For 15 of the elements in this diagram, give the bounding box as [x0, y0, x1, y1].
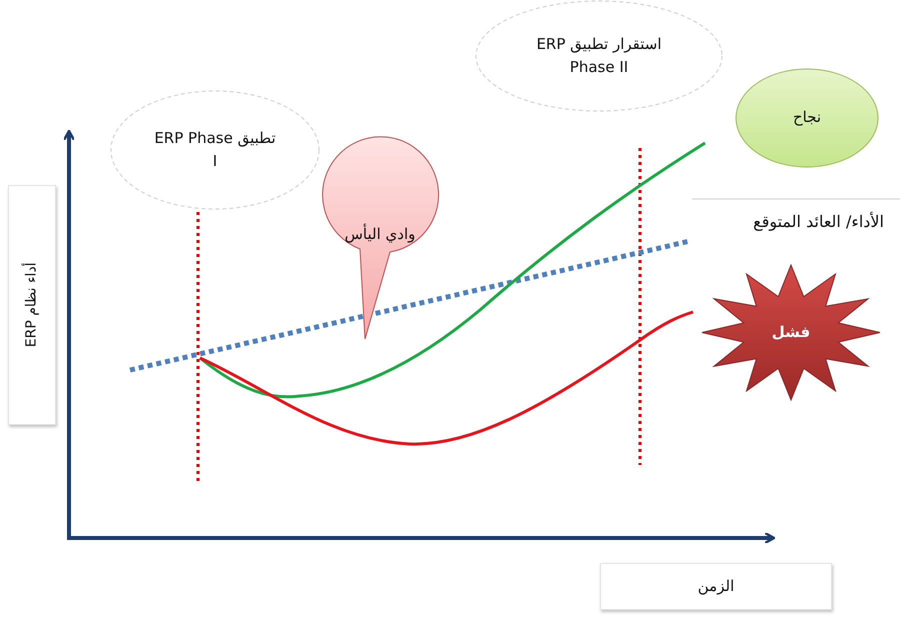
- phase-ellipse: [475, 0, 723, 112]
- axis-title-box: [600, 563, 832, 610]
- success-ellipse: [735, 68, 879, 168]
- node-text: أداء نظام ERP: [21, 262, 40, 348]
- speech-bubble: [320, 135, 440, 341]
- phase-ellipse: [110, 90, 320, 210]
- node-text: نجاح: [792, 107, 822, 128]
- node-text: الزمن: [698, 576, 734, 597]
- axis-title-box: [8, 185, 56, 425]
- failure-starburst: [702, 265, 880, 400]
- legend-text: الأداء/ العائد المتوقع: [753, 212, 884, 231]
- node-text: استقرار تطبيق ERP Phase II: [535, 34, 663, 78]
- node-text: فشل: [772, 322, 810, 343]
- node-text: وادي اليأس: [344, 223, 416, 245]
- node-text: تطبيق ERP Phase I: [153, 128, 277, 172]
